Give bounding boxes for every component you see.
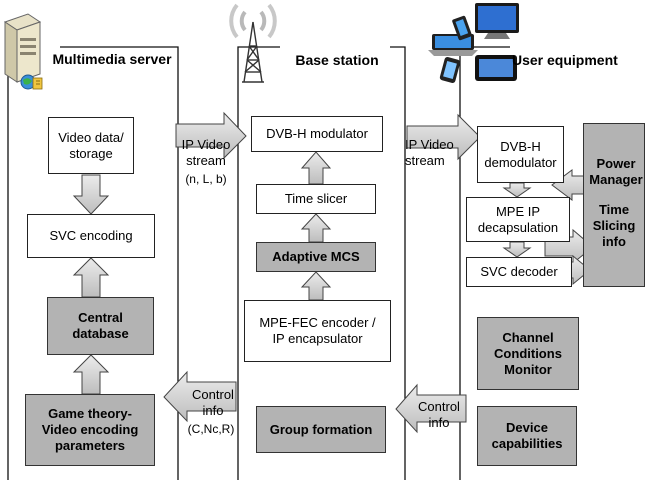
arrow-left-control-2 [395, 383, 467, 434]
game-theory-box: Game theory- Video encoding parameters [25, 394, 155, 466]
control-info-label-1: Control info [192, 387, 234, 418]
dvbh-modulator-box: DVB-H modulator [251, 116, 383, 152]
svc-decoder-box: SVC decoder [466, 257, 572, 287]
server-column-title: Multimedia server [52, 51, 172, 67]
arrow-down-demod-to-mpe [502, 182, 532, 198]
time-slicing-label: Time Slicing info [592, 202, 636, 249]
ip-video-stream-label-1: IP Video stream [181, 137, 231, 168]
arrow-up-game-to-db [72, 354, 110, 395]
ip-video-stream-label-2: IP Video stream [405, 137, 454, 168]
antenna-tower-icon [229, 3, 277, 83]
arrow-left-control-1 [163, 370, 237, 423]
video-data-storage-box: Video data/ storage [48, 117, 134, 174]
devices-icon [428, 3, 519, 83]
base-frame [237, 46, 406, 480]
arrow-up-mcs-to-slicer [300, 213, 332, 243]
arrow-left-power-to-demod [551, 169, 586, 201]
arrow-up-db-to-svc [72, 257, 110, 298]
adaptive-mcs-box: Adaptive MCS [256, 242, 376, 272]
group-formation-box: Group formation [256, 406, 386, 453]
device-capabilities-box: Device capabilities [477, 406, 577, 466]
power-manager-label: Power Manager [589, 156, 643, 187]
arrow-up-slicer-to-mod [300, 151, 332, 185]
ue-column-title: User equipment [512, 52, 618, 68]
ip-video-params-label: (n, L, b) [185, 172, 227, 186]
channel-conditions-monitor-box: Channel Conditions Monitor [477, 317, 579, 390]
mpe-fec-encoder-box: MPE-FEC encoder / IP encapsulator [244, 300, 391, 362]
base-column-title: Base station [295, 52, 379, 68]
server-icon [3, 13, 43, 90]
dvbh-demodulator-box: DVB-H demodulator [477, 126, 564, 183]
power-manager-box: Power Manager Time Slicing info [583, 123, 645, 287]
arrow-down-mpe-to-svc [502, 241, 532, 258]
svc-encoding-box: SVC encoding [27, 214, 155, 258]
control-info-label-2: Control info [418, 399, 460, 430]
arrow-right-ip-video-2 [406, 113, 481, 161]
arrow-right-ip-video-1 [175, 111, 247, 160]
control-params-label: (C,Nc,R) [187, 422, 235, 436]
arrow-up-fec-to-mcs [300, 271, 332, 301]
central-database-box: Central database [47, 297, 154, 355]
time-slicer-box: Time slicer [256, 184, 376, 214]
mpe-ip-decapsulation-box: MPE IP decapsulation [466, 197, 570, 242]
arrow-down-video-to-svc [72, 174, 110, 215]
